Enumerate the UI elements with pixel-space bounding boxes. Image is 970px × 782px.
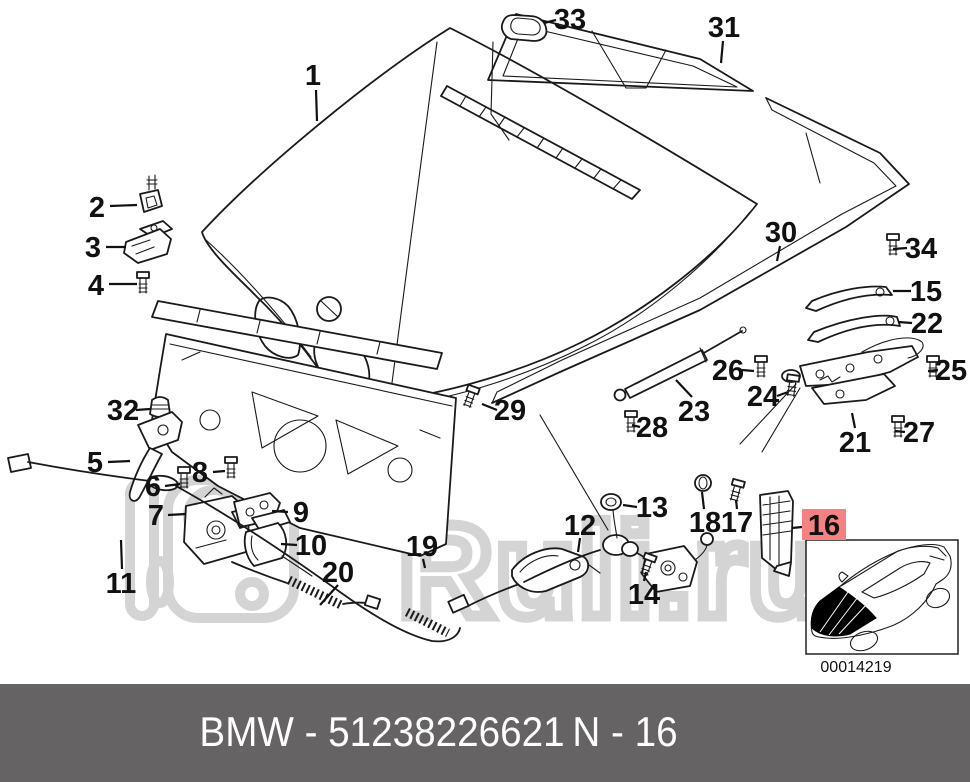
cap-13 [600,493,622,539]
gas-strut [613,326,747,402]
part-label-11: 11 [106,568,137,600]
leader-line-20 [319,584,339,606]
leader-line-30 [775,245,782,262]
leader-line-24 [776,390,789,398]
radiator-support [151,333,609,557]
part-label-5: 5 [87,447,103,479]
part-label-4: 4 [88,270,104,302]
leader-line-9 [271,509,289,514]
roundel-badge [316,296,342,322]
leader-line-21 [850,412,857,429]
hinge-assembly [739,285,924,453]
leader-line-26 [741,368,755,373]
grommet-33 [500,14,548,42]
part-label-18: 18 [689,507,721,539]
leader-line-13 [622,503,638,509]
cowl-panel [151,300,443,370]
highlight-badge-16 [802,509,846,540]
part-label-22: 22 [911,308,943,340]
leader-line-32 [135,407,151,412]
part-label-23: 23 [678,396,710,428]
leader-line-28 [631,423,641,429]
footer-page-ref: N - 16 [572,708,678,756]
part-label-15: 15 [910,276,942,308]
part-label-14: 14 [628,579,660,611]
leader-line-23 [675,379,693,398]
leader-line-2 [109,203,138,208]
leader-line-31 [719,40,725,64]
part-label-13: 13 [636,492,668,524]
seal-30 [491,97,910,404]
leader-line-11 [119,539,124,570]
part-label-29: 29 [494,395,526,427]
part-label-12: 12 [564,510,596,542]
stud-34 [886,233,900,256]
bracket-16 [759,490,794,577]
leader-line-29 [481,402,498,412]
leader-line-17 [734,499,739,510]
catch-3 [123,220,173,264]
release-lever-5 [128,411,183,502]
diagram-canvas: Ruli.ru [7,4,967,676]
part-label-24: 24 [747,381,779,413]
cap-18 [694,474,712,492]
part-label-26: 26 [712,355,744,387]
part-label-27: 27 [903,417,935,449]
car-thumbnail: 00014219 [805,539,959,676]
seal-31 [487,13,754,141]
leader-line-6 [164,482,181,488]
part-label-8: 8 [192,457,208,489]
part-label-2: 2 [89,192,105,224]
leader-line-10 [280,542,298,547]
leader-line-19 [421,558,427,569]
part-label-7: 7 [148,500,164,532]
part-label-3: 3 [85,232,101,264]
part-label-34: 34 [905,233,937,265]
leader-line-25 [927,368,939,373]
screw-26 [754,355,768,378]
leader-line-14 [642,571,648,582]
buffer-32 [149,396,171,418]
footer-part-number: BMW - 51238226621 [199,708,565,756]
leader-line-12 [576,537,582,553]
bolt-29 [460,383,481,410]
part-label-33: 33 [554,4,586,36]
leader-line-7 [167,512,187,517]
part-label-17: 17 [721,507,753,539]
leader-line-5 [107,459,131,464]
clip-2 [139,174,163,213]
part-label-6: 6 [145,471,161,503]
part-label-32: 32 [107,395,139,427]
part-label-1: 1 [305,60,321,92]
leader-line-27 [894,429,906,434]
part-label-9: 9 [293,497,309,529]
leader-line-1 [314,89,319,122]
leader-line-8 [212,469,226,474]
leader-line-18 [700,491,706,510]
hood-vent [440,85,641,200]
part-label-10: 10 [295,530,327,562]
leader-line-34 [892,246,908,251]
bolt-4 [136,271,150,294]
footer-bar: BMW - 51238226621 N - 16 [0,684,970,782]
hood-panel [201,27,758,407]
part-label-19: 19 [406,531,438,563]
part-label-28: 28 [636,412,668,444]
part-label-25: 25 [935,355,967,387]
part-label-20: 20 [322,557,354,589]
leader-line-33 [543,18,557,25]
leader-line-22 [897,320,913,325]
leader-line-16 [791,525,803,530]
part-label-31: 31 [708,12,740,44]
thumbnail-code: 00014219 [820,659,891,676]
part-label-21: 21 [839,427,871,459]
part-label-30: 30 [765,217,797,249]
release-cable-front [7,453,523,643]
part-label-16: 16 [808,510,840,542]
